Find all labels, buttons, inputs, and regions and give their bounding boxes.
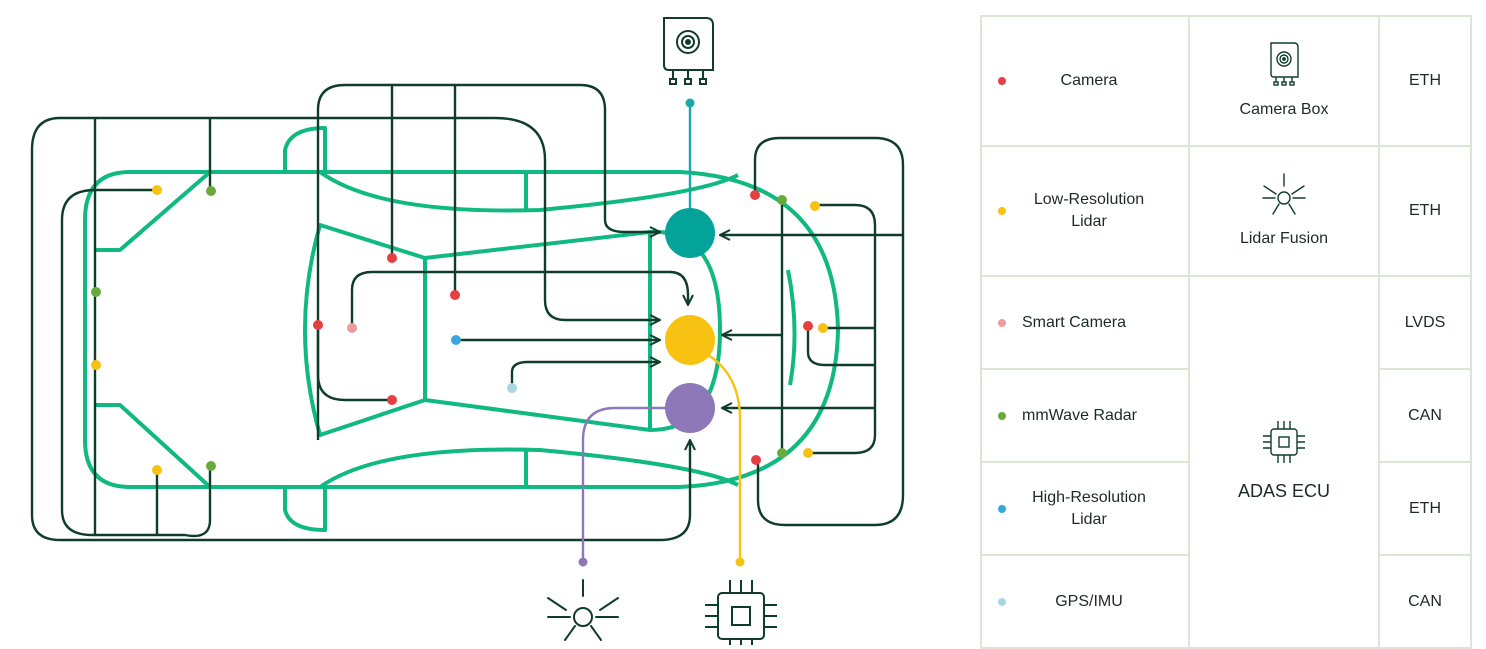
sensor-cell: Low-Resolution Lidar bbox=[980, 145, 1190, 277]
sensor-high-res-lidar bbox=[451, 335, 461, 345]
unit-label: Camera Box bbox=[1239, 101, 1329, 118]
sensor-mmwave-radar bbox=[206, 461, 216, 471]
sensor-cell: Smart Camera bbox=[980, 275, 1190, 370]
sensor-label: Camera bbox=[1060, 72, 1118, 89]
sensor-low-res-lidar bbox=[152, 185, 162, 195]
sensor-camera bbox=[803, 321, 813, 331]
sensor-cell: GPS/IMU bbox=[980, 554, 1190, 649]
sensor-label: High-Resolution Lidar bbox=[1032, 488, 1146, 528]
sensor-low-res-lidar bbox=[803, 448, 813, 458]
sensor-mmwave-radar bbox=[777, 195, 787, 205]
sensor-cell: Camera bbox=[980, 15, 1190, 147]
chip-icon bbox=[705, 580, 777, 645]
sensor-low-res-lidar bbox=[818, 323, 828, 333]
sensor-smart-camera bbox=[347, 323, 357, 333]
adas-ecu-hub bbox=[665, 383, 715, 433]
camera-box-hub bbox=[665, 208, 715, 258]
unit-cell: Lidar Fusion bbox=[1188, 145, 1380, 277]
sensor-cell: High-Resolution Lidar bbox=[980, 461, 1190, 556]
bus-cell: ETH bbox=[1378, 145, 1472, 277]
lidar-icon bbox=[547, 579, 619, 641]
sensor-camera bbox=[387, 253, 397, 263]
lidar-icon bbox=[1262, 173, 1306, 215]
sensor-color-dot bbox=[998, 504, 1006, 513]
bus-cell: CAN bbox=[1378, 554, 1472, 649]
chip-icon bbox=[1263, 421, 1305, 463]
camera-box-feed-terminal bbox=[685, 98, 695, 108]
sensor-camera bbox=[750, 190, 760, 200]
sensor-color-dot bbox=[998, 411, 1006, 420]
sensor-low-res-lidar bbox=[810, 201, 820, 211]
sensor-dots bbox=[91, 185, 828, 475]
legend-row: Camera Camera Box ETH bbox=[980, 15, 1472, 147]
lidar-fusion-hub bbox=[665, 315, 715, 365]
unit-label: Lidar Fusion bbox=[1239, 230, 1329, 247]
sensor-label: mmWave Radar bbox=[1022, 406, 1137, 424]
adas-ecu-feed-line bbox=[707, 353, 742, 562]
sensor-color-dot bbox=[998, 77, 1006, 85]
legend-table: Camera Camera Box ETH Low-Resolution Lid… bbox=[980, 15, 1472, 649]
sensor-gps-imu bbox=[507, 383, 517, 393]
wiring-harness bbox=[30, 83, 905, 542]
bus-cell: LVDS bbox=[1378, 275, 1472, 370]
unit-cell: Camera Box bbox=[1188, 15, 1380, 147]
sensor-camera bbox=[313, 320, 323, 330]
sensor-label: Low-Resolution Lidar bbox=[1033, 191, 1145, 230]
sensor-low-res-lidar bbox=[91, 360, 101, 370]
car-outline bbox=[83, 126, 840, 532]
bus-cell: ETH bbox=[1378, 15, 1472, 147]
sensor-label: GPS/IMU bbox=[1055, 592, 1123, 610]
sensor-camera bbox=[751, 455, 761, 465]
sensor-color-dot bbox=[998, 207, 1006, 215]
legend-row: Low-Resolution Lidar Lidar Fusion ETH bbox=[980, 145, 1472, 277]
sensor-mmwave-radar bbox=[91, 287, 101, 297]
sensor-low-res-lidar bbox=[152, 465, 162, 475]
sensor-color-dot bbox=[998, 597, 1006, 606]
bus-cell: CAN bbox=[1378, 368, 1472, 463]
legend-row: mmWave Radar CAN bbox=[980, 368, 1472, 463]
legend-row: GPS/IMU CAN bbox=[980, 554, 1472, 649]
sensor-cell: mmWave Radar bbox=[980, 368, 1190, 463]
unit-label: ADAS ECU bbox=[1237, 481, 1331, 501]
sensor-camera bbox=[450, 290, 460, 300]
sensor-color-dot bbox=[998, 318, 1006, 327]
sensor-mmwave-radar bbox=[777, 448, 787, 458]
bus-cell: ETH bbox=[1378, 461, 1472, 556]
lidar-fusion-feed-terminal bbox=[578, 557, 588, 567]
legend-row: Smart Camera ADAS ECU LVDS bbox=[980, 275, 1472, 649]
unit-cell-shared: ADAS ECU bbox=[1188, 275, 1380, 649]
lidar-fusion-feed-line bbox=[581, 406, 668, 562]
camera-box-icon bbox=[1270, 42, 1299, 86]
sensor-mmwave-radar bbox=[206, 186, 216, 196]
legend-row: High-Resolution Lidar ETH bbox=[980, 461, 1472, 556]
camera-box-icon bbox=[663, 17, 714, 85]
sensor-label: Smart Camera bbox=[1022, 313, 1127, 331]
adas-ecu-feed-terminal bbox=[735, 557, 745, 567]
vehicle-sensor-wiring-diagram bbox=[30, 17, 905, 645]
sensor-camera bbox=[387, 395, 397, 405]
